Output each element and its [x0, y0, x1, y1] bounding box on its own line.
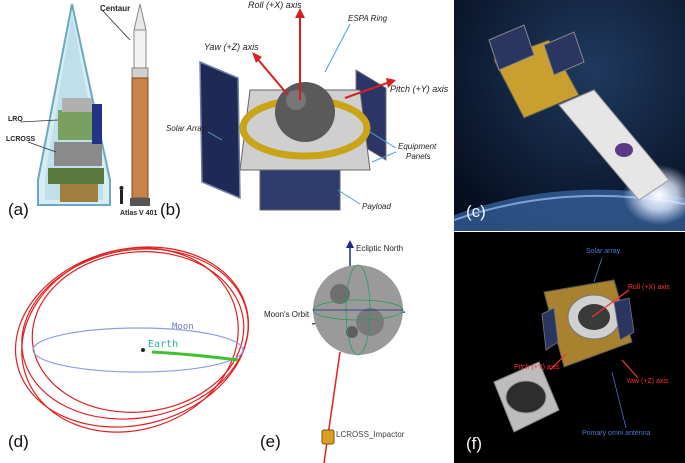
spacecraft-diagram: [199, 8, 397, 211]
roll-axis-label: Roll (+X) axis: [248, 0, 302, 10]
lcross-label: LCROSS: [6, 136, 36, 143]
yaw-axis-label-f: Yaw (+Z) axis: [626, 378, 669, 385]
launch-vehicle-illustration: [19, 3, 150, 206]
panel-c: (c): [454, 0, 685, 231]
roll-axis-label-f: Roll (+X) axis: [628, 284, 670, 291]
panel-c-label: (c): [466, 202, 486, 221]
panel-b: Roll (+X) axis ESPA Ring Yaw (+Z) axis P…: [160, 0, 450, 232]
lcross-impactor-label: LCROSS_Impactor: [336, 430, 405, 439]
solar-array-label: Solar Array: [166, 124, 206, 133]
equipment-panels-label-1: Equipment: [398, 142, 437, 151]
moon-label: Moon: [172, 322, 194, 332]
pitch-axis-label: Pitch (+Y) axis: [390, 84, 449, 94]
lro-label: LRO: [8, 116, 23, 123]
omni-antenna-label: Primary omni antenna: [582, 430, 651, 437]
espa-ring-label: ESPA Ring: [348, 14, 388, 23]
payload-label: Payload: [362, 202, 391, 211]
atlas-label: Atlas V 401: [120, 210, 158, 217]
panel-f-label: (f): [466, 434, 483, 453]
moon-impact-geometry: [311, 240, 406, 463]
earth-label: Earth: [148, 339, 179, 350]
panel-a-label: (a): [8, 200, 29, 219]
yaw-axis-label: Yaw (+Z) axis: [204, 42, 259, 52]
panel-f: Solar array Roll (+X) axis Pitch (+Y) ax…: [454, 232, 685, 463]
equipment-panels-label-2: Panels: [406, 152, 431, 161]
pitch-axis-label-f: Pitch (+Y) axis: [514, 364, 560, 371]
centaur-label: Centaur: [100, 4, 131, 13]
panel-e: Ecliptic North Moon's Orbit LCROSS_Impac…: [260, 232, 455, 463]
ecliptic-north-label: Ecliptic North: [356, 244, 404, 253]
solar-array-label-f: Solar array: [586, 248, 621, 255]
spacecraft-render: [493, 257, 639, 433]
panel-d-label: (d): [8, 432, 29, 451]
panel-a: Centaur LRO LCROSS Atlas V 401 (a): [0, 0, 170, 232]
panel-d: Moon Earth (d): [0, 232, 270, 463]
separation-render: [454, 0, 685, 231]
panel-b-label: (b): [160, 200, 181, 219]
orbit-plot: [14, 246, 250, 433]
moons-orbit-label: Moon's Orbit: [264, 310, 310, 319]
panel-e-label: (e): [260, 432, 281, 451]
